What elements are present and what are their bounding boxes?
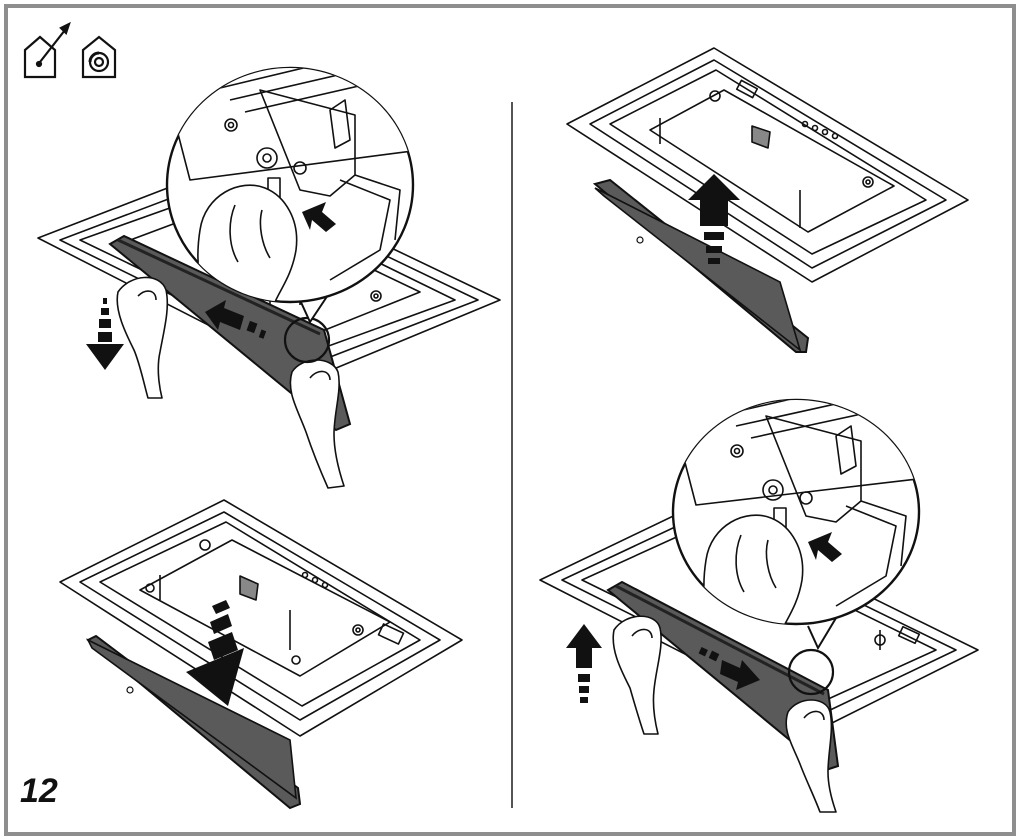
right-hand-bottom-right — [785, 699, 837, 813]
detail-callout-bottom-right — [671, 398, 921, 651]
left-hand — [116, 276, 169, 399]
step-number: 12 — [20, 772, 58, 810]
hood-assembly-bottom-left — [59, 499, 463, 737]
glass-panel-face — [86, 638, 297, 800]
right-hand — [289, 359, 345, 489]
left-hand-bottom-right — [612, 615, 662, 735]
installation-tool-icon — [23, 21, 71, 79]
lift-up-arrow — [688, 174, 740, 264]
detail-highlight-circle — [283, 316, 331, 364]
panel-edge-highlight — [117, 238, 321, 336]
push-up-arrow — [566, 624, 602, 703]
pull-down-arrow — [86, 298, 124, 370]
recirculation-mode-icon — [81, 35, 117, 79]
slide-right-arrow — [698, 647, 760, 690]
slide-left-arrow — [205, 300, 267, 339]
detail-highlight-circle-right — [787, 648, 835, 696]
hood-assembly-top-right — [566, 47, 969, 283]
remove-down-arrow — [186, 600, 244, 706]
